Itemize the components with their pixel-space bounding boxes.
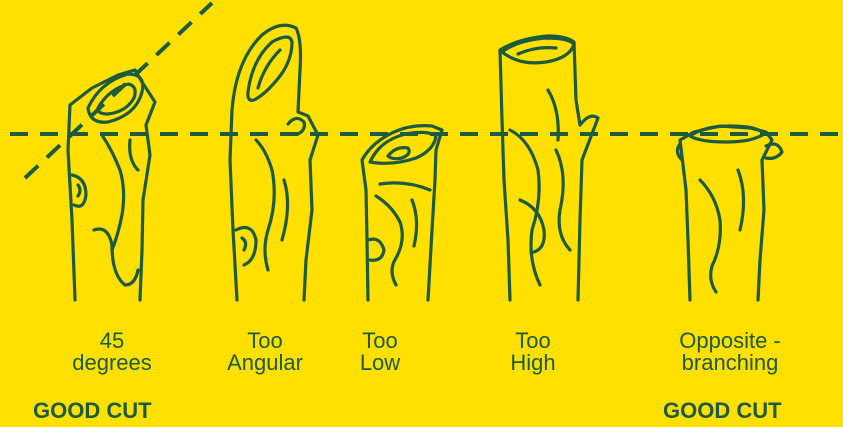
label-opposite-branching: Opposite - branching [655,330,805,374]
stem-too-high [500,36,598,300]
stem-45-degrees [68,70,155,300]
label-too-low: Too Low [330,330,430,374]
verdict-good-cut-2: GOOD CUT [663,400,782,422]
stem-opposite-branching [677,126,782,300]
verdict-good-cut-1: GOOD CUT [33,400,152,422]
forty-five-degree-guide-line [25,3,212,178]
label-too-high: Too High [483,330,583,374]
stem-too-angular [230,25,318,300]
stem-too-low [362,126,442,300]
label-45-degrees: 45 degrees [52,330,172,374]
label-too-angular: Too Angular [205,330,325,374]
